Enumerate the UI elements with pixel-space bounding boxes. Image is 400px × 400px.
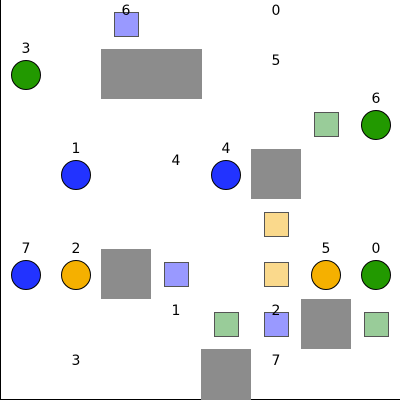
number-label: 5: [321, 241, 331, 257]
green-circle-piece[interactable]: [11, 60, 41, 90]
green-circle-piece[interactable]: [361, 260, 391, 290]
number-label: 7: [271, 353, 281, 369]
light-green-square-piece[interactable]: [364, 312, 389, 337]
gray-block: [101, 49, 202, 99]
number-label: 6: [371, 91, 381, 107]
number-label: 0: [271, 3, 281, 19]
number-label: 4: [221, 141, 231, 157]
number-label: 2: [71, 241, 81, 257]
orange-circle-piece[interactable]: [61, 260, 91, 290]
gray-block: [251, 149, 301, 199]
green-circle-piece[interactable]: [361, 110, 391, 140]
light-green-square-piece[interactable]: [214, 312, 239, 337]
number-label: 1: [171, 303, 181, 319]
light-green-square-piece[interactable]: [314, 112, 339, 137]
orange-circle-piece[interactable]: [311, 260, 341, 290]
blue-circle-piece[interactable]: [61, 160, 91, 190]
number-label: 1: [71, 141, 81, 157]
blue-circle-piece[interactable]: [11, 260, 41, 290]
number-label: 7: [21, 241, 31, 257]
number-label: 4: [171, 153, 181, 169]
number-label: 3: [21, 41, 31, 57]
number-label: 6: [121, 3, 131, 19]
number-label: 0: [371, 241, 381, 257]
light-blue-square-piece[interactable]: [264, 312, 289, 337]
gray-block: [201, 349, 251, 400]
number-label: 2: [271, 303, 281, 319]
light-orange-square-piece[interactable]: [264, 262, 289, 287]
light-blue-square-piece[interactable]: [114, 12, 139, 37]
gray-block: [101, 249, 151, 299]
light-blue-square-piece[interactable]: [164, 262, 189, 287]
number-label: 5: [271, 53, 281, 69]
blue-circle-piece[interactable]: [211, 160, 241, 190]
gray-block: [301, 299, 351, 349]
number-label: 3: [71, 353, 81, 369]
light-orange-square-piece[interactable]: [264, 212, 289, 237]
